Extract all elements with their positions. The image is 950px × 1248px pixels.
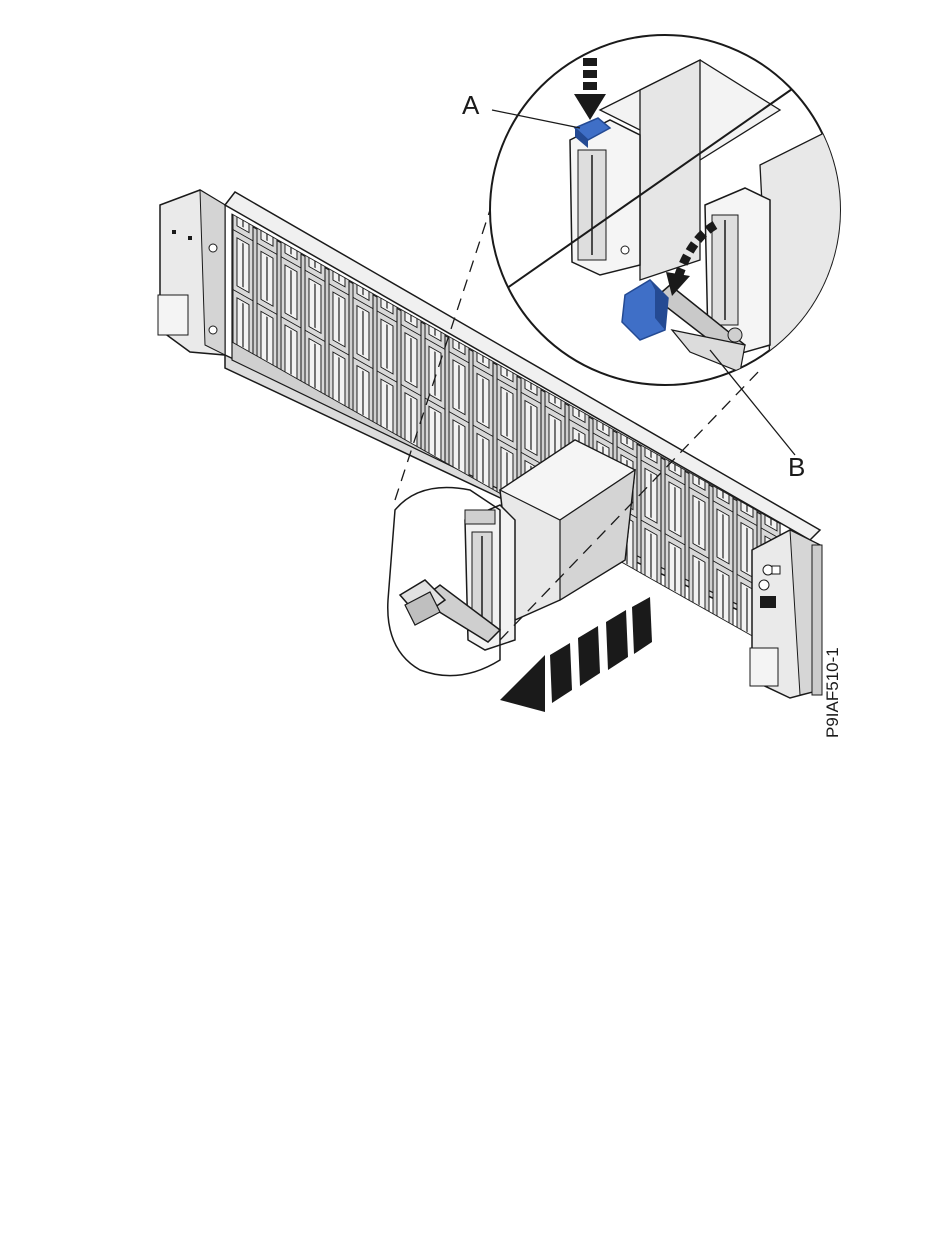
callout-label-a: A [462, 90, 480, 120]
figure-identifier: P9IAF510-1 [823, 647, 842, 738]
usb-port-icon [760, 596, 776, 608]
detail-zoom-circle [490, 35, 850, 385]
callout-label-b: B [788, 452, 805, 482]
